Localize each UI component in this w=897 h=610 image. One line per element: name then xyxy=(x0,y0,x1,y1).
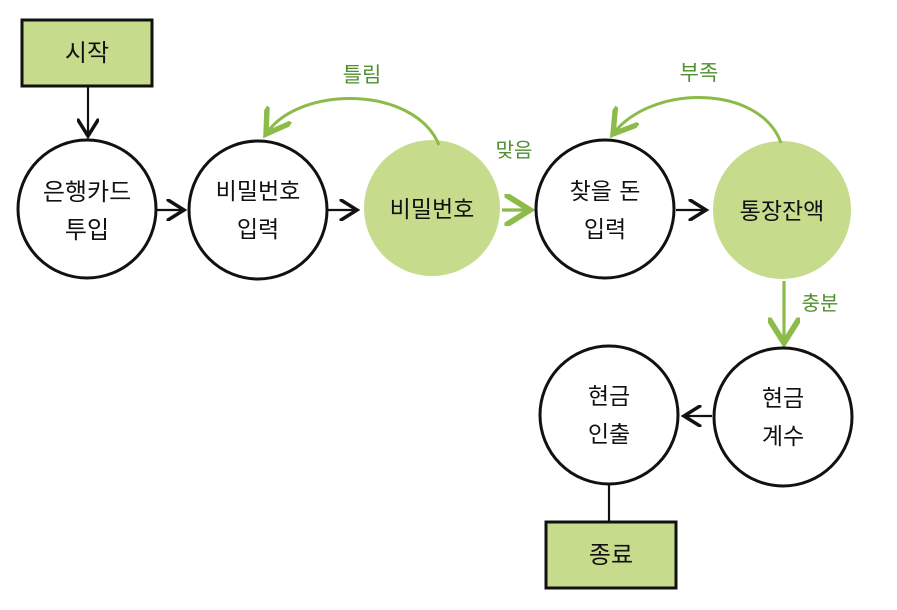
withdraw-amount-node xyxy=(534,138,676,280)
password-check-label: 비밀번호 xyxy=(390,197,475,223)
start-label: 시작 xyxy=(65,39,109,67)
card-insert-line1: 은행카드 xyxy=(43,178,131,206)
balance-check-node xyxy=(713,141,851,279)
withdraw-amount-line2: 입력 xyxy=(584,217,626,243)
password-input-line2: 입력 xyxy=(237,217,279,243)
label-insufficient: 부족 xyxy=(680,61,719,85)
password-input-node xyxy=(187,139,329,281)
cash-withdraw-line2: 인출 xyxy=(588,422,630,448)
cash-count-line1: 현금 xyxy=(762,386,804,412)
label-wrong: 틀림 xyxy=(343,63,382,87)
balance-check-label: 통장잔액 xyxy=(740,199,825,225)
card-insert-node xyxy=(16,138,158,280)
cash-count-node xyxy=(712,346,854,488)
end-box xyxy=(544,520,678,590)
cash-count-line2: 계수 xyxy=(762,424,804,450)
end-label: 종료 xyxy=(589,541,633,569)
arrow-insufficient-return xyxy=(613,96,783,144)
arrow-wrong-return xyxy=(266,97,441,146)
password-check-node xyxy=(364,140,500,276)
label-correct: 맞음 xyxy=(496,138,533,162)
withdraw-amount-line1: 찾을 돈 xyxy=(570,179,641,205)
start-box xyxy=(20,18,154,88)
cash-withdraw-node xyxy=(538,344,680,486)
cash-withdraw-line1: 현금 xyxy=(588,384,630,410)
password-input-line1: 비밀번호 xyxy=(216,179,301,205)
label-sufficient: 충분 xyxy=(802,291,839,315)
card-insert-line2: 투입 xyxy=(65,216,109,244)
